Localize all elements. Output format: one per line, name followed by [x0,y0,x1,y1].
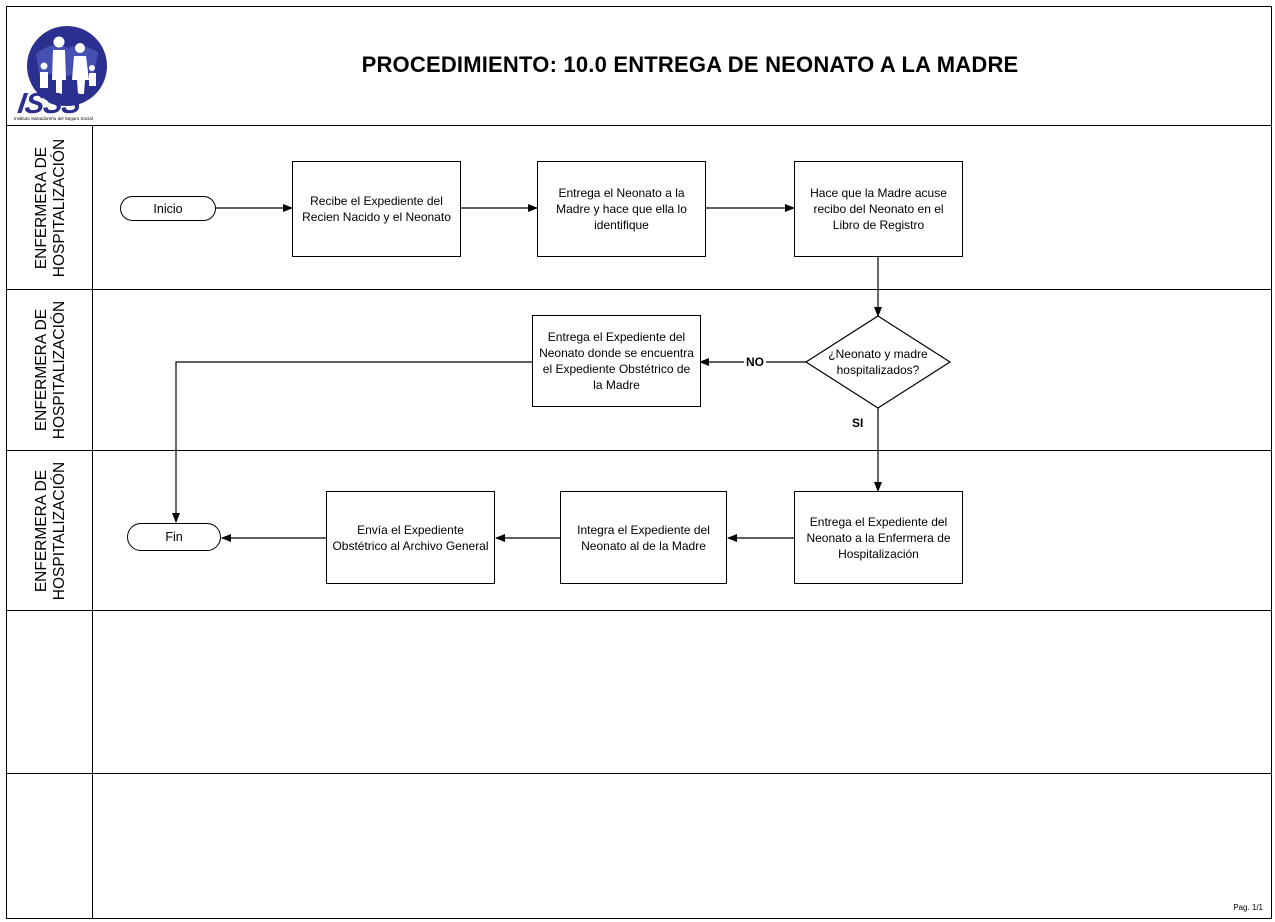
lane-divider [7,610,1272,611]
lane-divider [7,289,1272,290]
process-entrega-expediente-obstetrico: Entrega el Expediente del Neonato donde … [532,315,701,407]
lane-label-divider [92,125,93,919]
lane-divider [7,450,1272,451]
process-acuse-recibo: Hace que la Madre acuse recibo del Neona… [794,161,963,257]
flow-label-si: SI [852,416,864,430]
start-terminal: Inicio [120,196,216,221]
process-recibe-expediente: Recibe el Expediente del Recien Nacido y… [292,161,461,257]
lane-divider [7,773,1272,774]
logo-subtitle: Instituto Salvadoreño del Seguro Social [14,116,93,121]
diagram-frame [6,6,1272,919]
page-number: Pag. 1/1 [1233,903,1263,912]
header-divider [7,125,1272,126]
process-entrega-enfermera: Entrega el Expediente del Neonato a la E… [794,491,963,584]
page-title: PROCEDIMIENTO: 10.0 ENTREGA DE NEONATO A… [361,52,1019,77]
process-integra-expediente: Integra el Expediente del Neonato al de … [560,491,727,584]
isss-logo: ISSS Instituto Salvadoreño del Seguro So… [12,18,120,122]
isss-emblem-icon [27,26,107,106]
decision-label: ¿Neonato y madre hospitalizados? [828,347,928,377]
arrow-obstetrico-to-fin [172,361,532,523]
process-entrega-neonato: Entrega el Neonato a la Madre y hace que… [537,161,706,257]
process-envia-archivo: Envía el Expediente Obstétrico al Archiv… [326,491,495,584]
flow-label-no: NO [744,355,766,369]
decision-diamond [804,315,952,409]
end-terminal: Fin [127,523,221,551]
